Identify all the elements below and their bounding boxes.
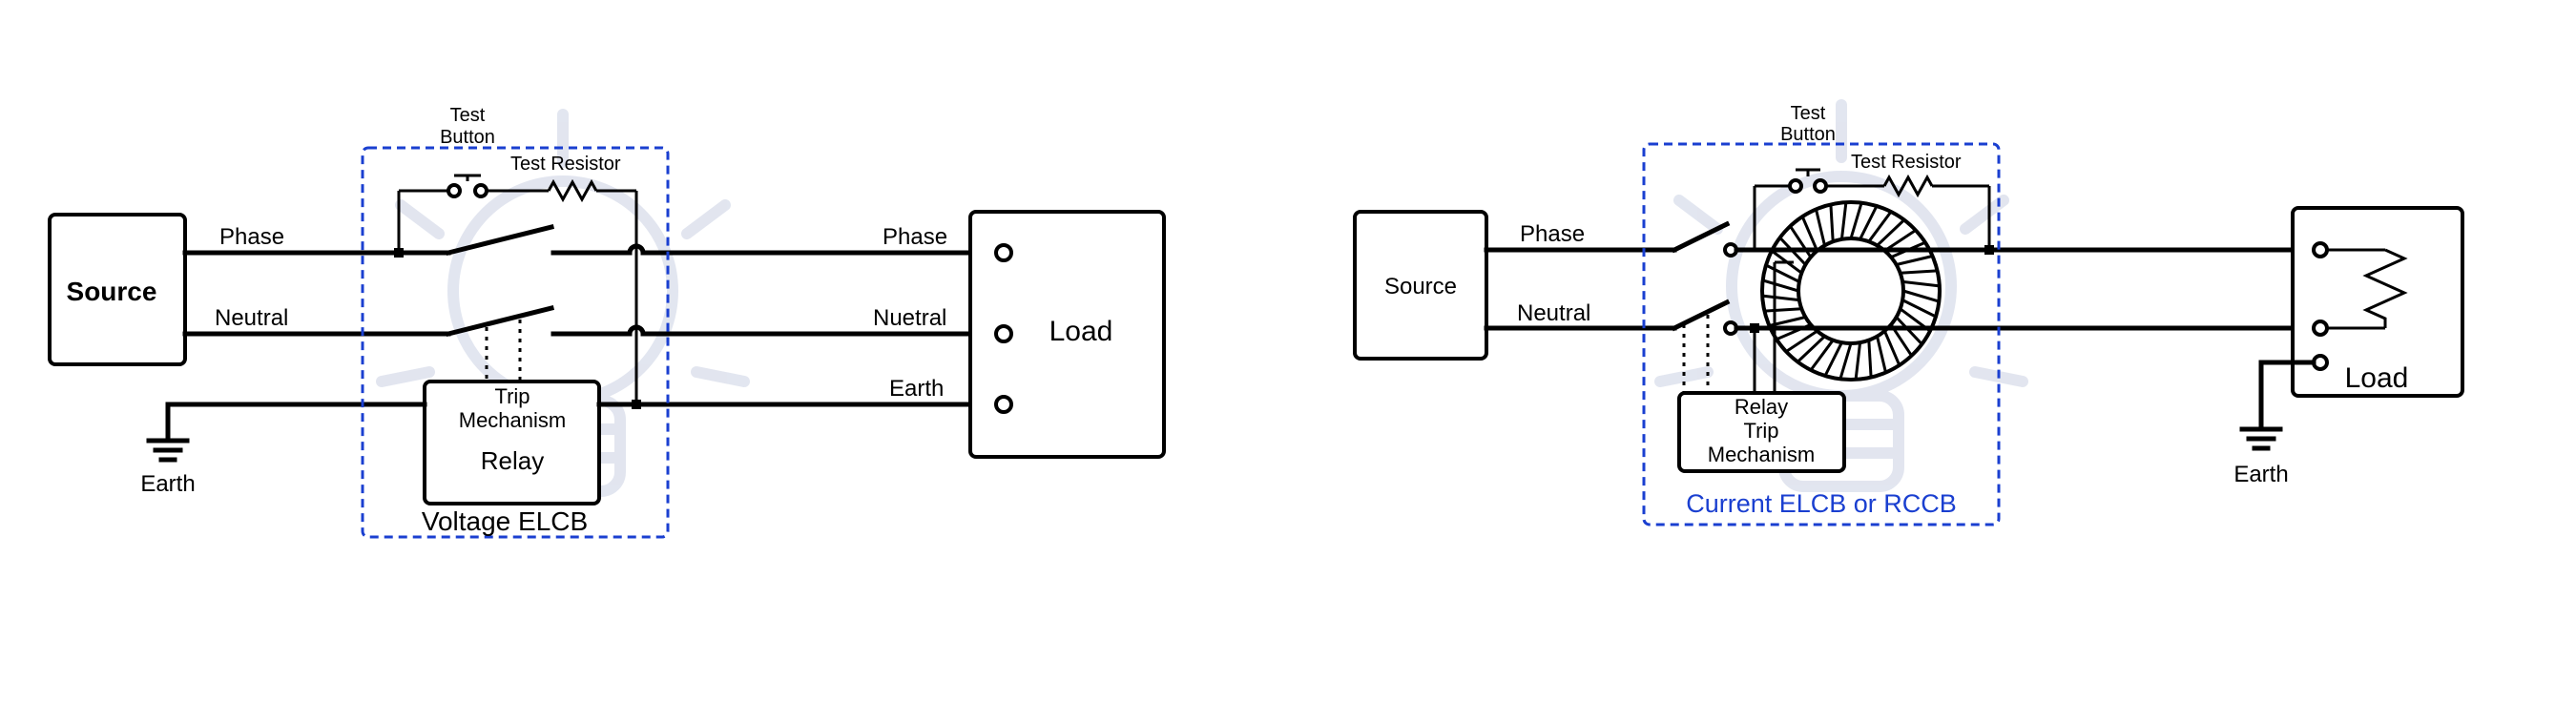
toroid-winding xyxy=(1800,216,1818,252)
mechanism-label-2: Mechanism xyxy=(1708,443,1815,466)
trip-label-2: Trip xyxy=(1743,419,1778,443)
source-box-2 xyxy=(1353,210,1488,361)
phase-label-2: Phase xyxy=(1520,221,1585,247)
current-elcb-enclosure xyxy=(1642,142,2001,526)
earth-ground-icon xyxy=(2239,426,2283,451)
toroid-winding xyxy=(1867,340,1873,378)
neutral-label-left: Neutral xyxy=(215,305,288,331)
toroid-winding xyxy=(1762,278,1799,293)
toroid-winding xyxy=(1883,330,1901,366)
toroid-winding xyxy=(1854,342,1862,381)
toroid-winding xyxy=(1901,299,1937,319)
earth-label-right: Earth xyxy=(889,376,944,402)
toroid-winding xyxy=(1867,211,1893,243)
current-elcb-diagram: Source Phase Neutral xyxy=(1353,103,2464,526)
toroid-winding xyxy=(1902,279,1941,288)
toroid-coil-icon xyxy=(1760,200,1942,382)
toroid-winding xyxy=(1829,204,1835,242)
mechanism-label: Mechanism xyxy=(459,408,566,432)
toroid-winding xyxy=(1839,342,1853,380)
resistor-icon xyxy=(547,178,598,203)
load-label-2: Load xyxy=(2345,362,2409,394)
neutral-label-2: Neutral xyxy=(1517,300,1590,326)
switch-icon xyxy=(1671,220,1731,332)
toroid-winding xyxy=(1883,229,1917,253)
earth-label-left: Earth xyxy=(140,471,195,497)
voltage-elcb-diagram: Source Phase Phase Neutral Nuetral xyxy=(48,105,1166,539)
toroid-winding xyxy=(1900,269,1938,275)
trip-label: Trip xyxy=(494,384,530,408)
earth-label-2: Earth xyxy=(2233,462,2288,487)
toroid-winding xyxy=(1765,263,1800,283)
resistor-load-icon xyxy=(2362,248,2408,328)
toroid-winding xyxy=(1876,218,1905,247)
toroid-winding xyxy=(1815,209,1826,246)
test-resistor-label-2: Test Resistor xyxy=(1851,152,1962,173)
source-box xyxy=(48,213,187,366)
toroid-winding xyxy=(1823,341,1843,377)
toroid-winding xyxy=(1809,339,1835,371)
earth-ground-icon xyxy=(146,438,190,463)
test-button-label-r2: Button xyxy=(1780,124,1836,145)
load-label: Load xyxy=(1049,316,1113,347)
toroid-winding xyxy=(1764,307,1802,313)
voltage-elcb-title: Voltage ELCB xyxy=(422,506,588,536)
resistor-icon xyxy=(1882,174,1934,198)
relay-trip-box xyxy=(1677,391,1846,473)
phase-label-right: Phase xyxy=(883,224,947,250)
test-button-label: Test xyxy=(450,105,486,126)
relay-box xyxy=(423,380,601,505)
test-resistor-label: Test Resistor xyxy=(510,154,621,175)
voltage-elcb-enclosure xyxy=(361,146,670,539)
load-box xyxy=(968,210,1166,459)
toroid-winding xyxy=(1839,201,1848,239)
relay-label-2: Relay xyxy=(1735,395,1788,419)
test-button-label-r1: Test xyxy=(1791,103,1826,124)
toroid-winding xyxy=(1896,255,1933,266)
load-box-2 xyxy=(2291,206,2464,398)
neutral-label-right: Nuetral xyxy=(873,305,946,331)
toroid-winding xyxy=(1895,316,1923,345)
toroid-winding xyxy=(1761,294,1799,302)
source-label: Source xyxy=(67,277,157,306)
source-label-2: Source xyxy=(1384,274,1457,299)
toroid-winding xyxy=(1797,335,1826,363)
test-button-label-2: Button xyxy=(440,127,495,148)
toroid-winding xyxy=(1785,329,1818,353)
phase-label-left: Phase xyxy=(219,224,284,250)
relay-label: Relay xyxy=(481,446,544,475)
toroid-winding xyxy=(1849,202,1863,239)
push-button-icon xyxy=(447,174,488,198)
switch-icon xyxy=(445,223,555,338)
toroid-winding xyxy=(1876,336,1887,373)
push-button-icon xyxy=(1788,168,1828,194)
toroid-winding xyxy=(1902,289,1940,303)
current-elcb-title: Current ELCB or RCCB xyxy=(1686,489,1957,518)
toroid-winding xyxy=(1859,205,1879,240)
